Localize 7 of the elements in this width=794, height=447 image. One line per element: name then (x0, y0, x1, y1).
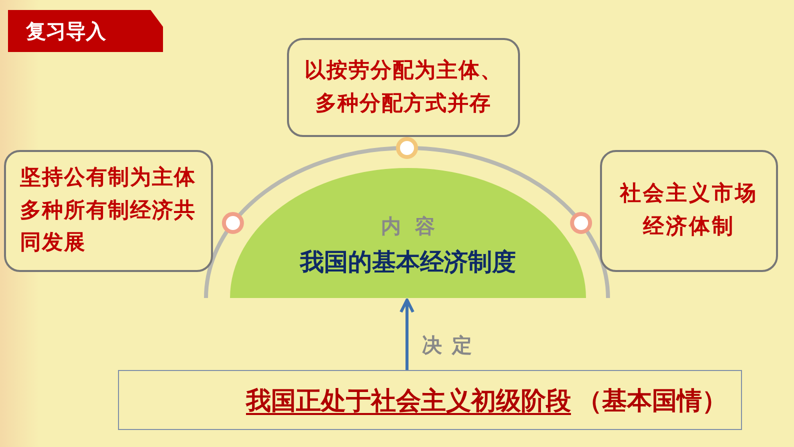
section-tab: 复习导入 (8, 10, 163, 52)
text-box: 我国正处于社会主义初级阶段 （基本国情） (118, 370, 742, 430)
text-box: 坚持公有制为主体多种所有制经济共同发展 (4, 150, 213, 272)
dome-shape: 内容 我国的基本经济制度 (230, 168, 586, 298)
arrow (400, 298, 414, 370)
text-box: 社会主义市场经济体制 (600, 150, 778, 272)
text-box: 以按劳分配为主体、多种分配方式并存 (287, 38, 520, 137)
